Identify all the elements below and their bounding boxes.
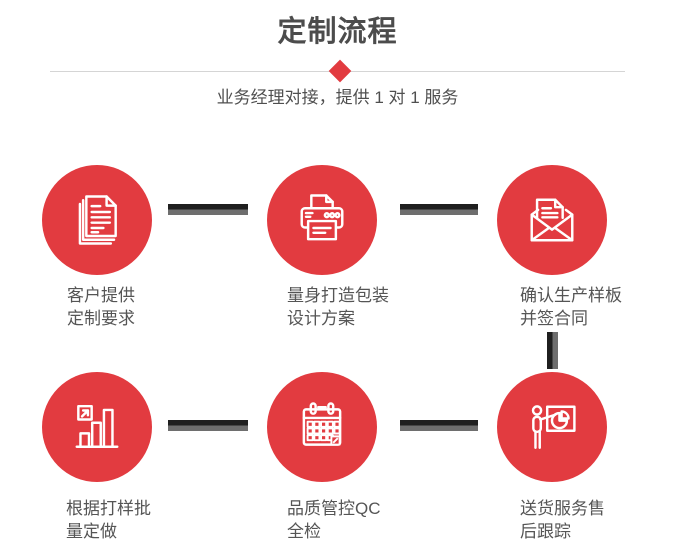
step-circle-design — [267, 165, 377, 275]
step-label-line: 客户提供 — [67, 286, 135, 305]
step-label-line: 送货服务售 — [520, 499, 605, 518]
envelope-icon — [530, 198, 574, 242]
step-label: 送货服务售 后跟踪 — [520, 497, 605, 543]
connector-bar — [168, 420, 248, 431]
printer-icon — [300, 194, 344, 241]
step-label-line: 设计方案 — [287, 309, 355, 328]
barchart-icon — [75, 404, 119, 448]
presenter-icon — [531, 405, 576, 450]
step-label-line: 并签合同 — [520, 309, 588, 328]
step-label-line: 量定做 — [66, 522, 117, 541]
step-label: 客户提供 定制要求 — [67, 284, 135, 330]
page-title: 定制流程 — [277, 16, 398, 48]
step-label-line: 量身打造包装 — [287, 286, 389, 305]
step-label-line: 根据打样批 — [66, 499, 151, 518]
step-circle-requirements — [42, 165, 152, 275]
step-label: 根据打样批 量定做 — [66, 497, 151, 543]
step-label: 品质管控QC 全检 — [287, 497, 381, 543]
step-circle-qc — [267, 372, 377, 482]
step-circle-batch-production — [42, 372, 152, 482]
step-label-line: 全检 — [287, 522, 321, 541]
step-label-line: 后跟踪 — [520, 522, 571, 541]
documents-icon — [78, 195, 117, 245]
diamond-icon — [328, 59, 352, 83]
step-label-line: 定制要求 — [67, 309, 135, 328]
step-label-line: 确认生产样板 — [520, 286, 622, 305]
step-label: 量身打造包装 设计方案 — [287, 284, 389, 330]
step-label: 确认生产样板 并签合同 — [520, 284, 622, 330]
step-circle-delivery — [497, 372, 607, 482]
connector-bar-vertical — [547, 332, 558, 369]
connector-bar — [400, 420, 478, 431]
calendar-icon — [302, 402, 342, 446]
step-circle-sample-contract — [497, 165, 607, 275]
connector-bar — [400, 204, 478, 215]
subtitle: 业务经理对接，提供 1 对 1 服务 — [216, 88, 459, 107]
step-label-line: 品质管控QC — [287, 499, 381, 518]
connector-bar — [168, 204, 248, 215]
